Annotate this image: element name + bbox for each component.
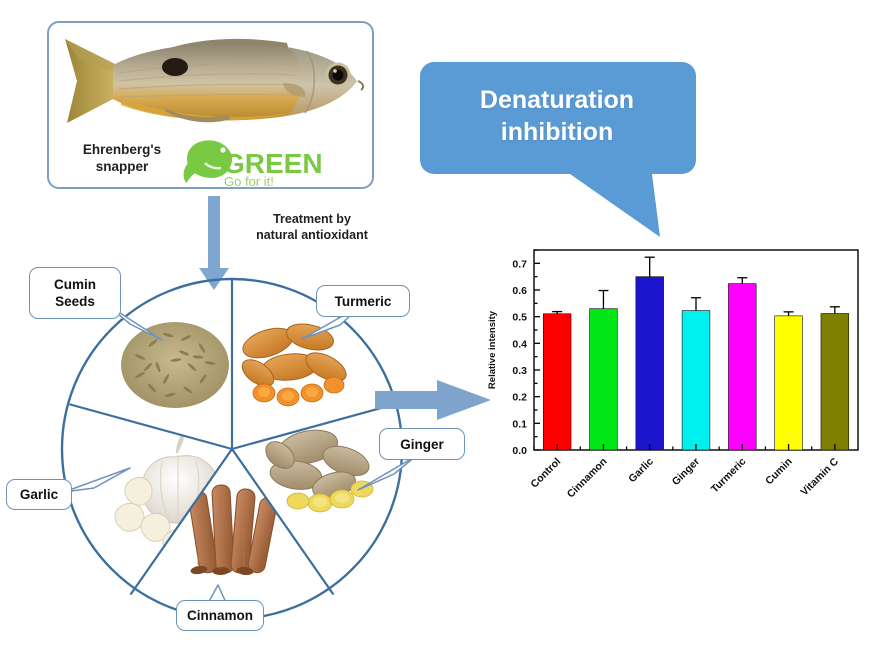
callout-leader-ginger: [357, 455, 417, 491]
error-bar: [783, 311, 794, 316]
specimen-caption-line2: snapper: [95, 159, 149, 174]
y-tick-label: 0.6: [512, 285, 527, 297]
specimen-caption-line1: Ehrenberg's: [82, 142, 162, 157]
callout-ginger[interactable]: Ginger: [379, 428, 465, 460]
denaturation-callout: Denaturation inhibition: [420, 62, 710, 252]
callout-turmeric[interactable]: Turmeric: [316, 285, 410, 317]
callout-leader-garlic: [63, 467, 131, 493]
error-bar: [598, 289, 609, 309]
callout-turmeric-label: Turmeric: [334, 293, 392, 309]
callout-garlic[interactable]: Garlic: [6, 479, 72, 510]
error-bar: [691, 297, 701, 311]
treatment-label-line2: natural antioxidant: [256, 228, 368, 242]
y-tick-label: 0.0: [512, 445, 527, 457]
fish-photo-illustration: [65, 38, 365, 123]
callout-ginger-label: Ginger: [400, 436, 444, 452]
bar-vitamin-c: [820, 313, 850, 451]
bar-turmeric: [728, 283, 757, 451]
bar-garlic: [635, 276, 664, 451]
y-tick-label: 0.1: [512, 418, 527, 430]
green-logo: GREEN Go for it!: [183, 140, 323, 188]
callout-cumin-line2: Seeds: [55, 294, 95, 309]
y-axis-label: Relative intensity: [487, 310, 498, 389]
error-bar: [829, 306, 840, 314]
callout-cumin-seeds[interactable]: Cumin Seeds: [29, 267, 121, 319]
x-tick-label: Cumin: [763, 456, 795, 488]
error-bar: [552, 310, 563, 314]
callout-garlic-label: Garlic: [19, 487, 59, 502]
callout-cinnamon-label: Cinnamon: [187, 608, 253, 623]
bar-cumin: [774, 315, 803, 451]
x-tick-label: Control: [528, 456, 563, 491]
y-tick-label: 0.3: [512, 365, 527, 377]
wheel-segment-cinnamon-image: [188, 484, 278, 576]
x-tick-label: Turmeric: [709, 456, 749, 496]
callout-bubble-shape: [420, 62, 696, 237]
bar-cinnamon: [589, 308, 618, 451]
wheel-segment-cumin-image: [121, 322, 229, 408]
specimen-panel: Ehrenberg's snapper GREEN Go for it!: [47, 21, 374, 189]
antioxidant-wheel: [60, 277, 404, 621]
callout-bubble-text: Denaturation inhibition: [442, 84, 672, 148]
treatment-label: Treatment by natural antioxidant: [237, 211, 387, 243]
callout-line1: Denaturation: [479, 86, 635, 114]
y-tick-label: 0.5: [512, 312, 527, 324]
wheel-segment-turmeric-image: [241, 323, 347, 407]
specimen-caption: Ehrenberg's snapper: [67, 141, 177, 175]
green-logo-word: GREEN: [223, 148, 323, 179]
y-tick-label: 0.4: [512, 338, 527, 350]
treatment-down-arrow: [199, 196, 229, 290]
green-logo-tagline: Go for it!: [224, 174, 274, 188]
treatment-label-line1: Treatment by: [273, 212, 351, 226]
callout-line2: inhibition: [500, 118, 614, 146]
y-tick-label: 0.2: [512, 392, 527, 404]
bar-control: [542, 313, 572, 451]
bar-ginger: [681, 310, 711, 451]
x-tick-label: Cinnamon: [565, 456, 610, 501]
callout-cumin-line1: Cumin: [54, 277, 96, 292]
y-tick-label: 0.7: [512, 258, 527, 270]
result-right-arrow: [375, 380, 491, 420]
error-bar: [737, 277, 748, 284]
x-tick-label: Garlic: [626, 456, 656, 486]
callout-cinnamon[interactable]: Cinnamon: [176, 600, 264, 631]
x-tick-label: Ginger: [670, 456, 702, 488]
x-tick-label: Vitamin C: [798, 455, 841, 498]
error-bar: [644, 256, 655, 277]
